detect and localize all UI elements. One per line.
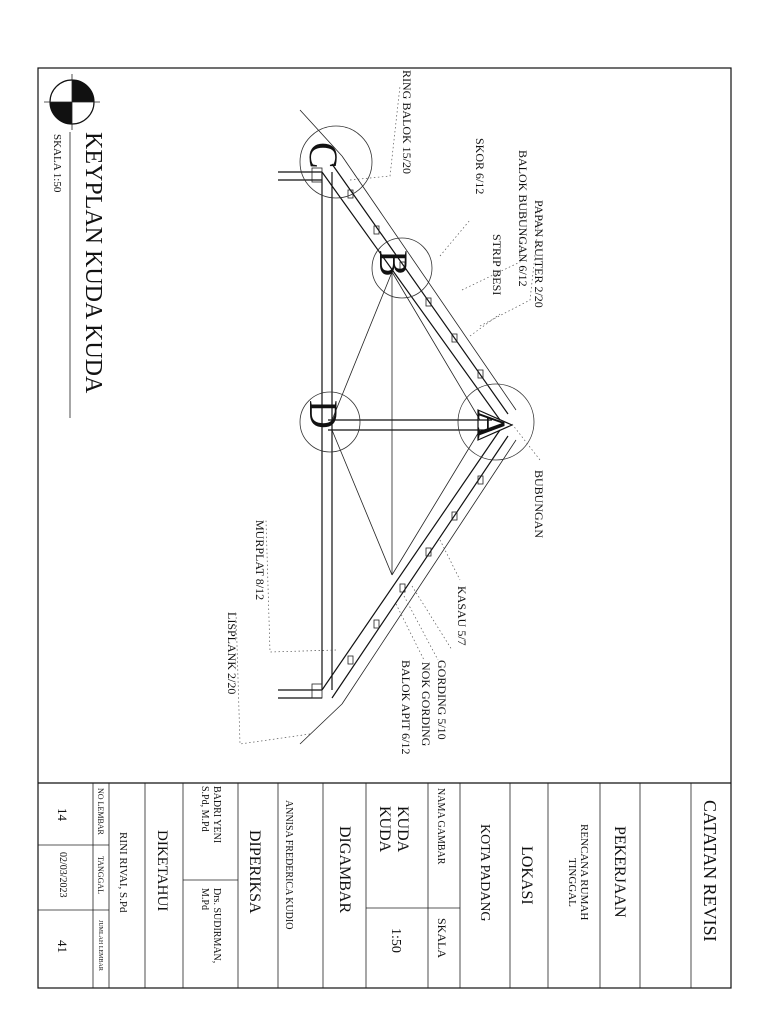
label-nok-gording: NOK GORDING [419, 662, 433, 747]
label-murplat: MURPLAT 8/12 [253, 520, 267, 600]
truss-diagram [278, 109, 517, 745]
tb-tanggal-value: 02/03/2023 [57, 852, 68, 898]
label-papan-ruiter: PAPAN RUITER 2/20 [532, 200, 546, 308]
tb-diperiksa-1: BADRI YENI [211, 786, 222, 843]
label-gording: GORDING 5/10 [435, 660, 449, 740]
label-bubungan: BUBUNGAN [532, 470, 546, 538]
tb-jumlah-lembar-label: JUMLAH LEMBAR [97, 920, 103, 971]
tb-skala-label: SKALA [435, 918, 449, 958]
tb-nama-gambar-label: NAMA GAMBAR [435, 788, 446, 865]
tb-lokasi-value: KOTA PADANG [477, 824, 492, 922]
tb-no-lembar-value: 14 [55, 808, 70, 822]
label-kasau: KASAU 5/7 [455, 586, 469, 646]
label-skor: SKOR 6/12 [473, 138, 487, 194]
svg-text:B: B [371, 250, 416, 277]
tb-pekerjaan-label: PEKERJAAN [611, 826, 628, 918]
label-balok-bubungan: BALOK BUBUNGAN 6/12 [516, 150, 530, 287]
tb-diperiksa-2: Drs. SUDIRMAN, [211, 888, 222, 963]
detail-circle-a: A [457, 383, 535, 461]
sheet-border [37, 67, 732, 989]
label-balok-apit: BALOK APIT 6/12 [399, 660, 413, 754]
label-lisplank: LISPLANK 2/20 [225, 612, 239, 694]
tb-pekerjaan-value: RENCANA RUMAH [578, 824, 590, 920]
tb-catatan-revisi: CATATAN REVISI [700, 800, 720, 942]
tb-diketahui-value: RINI RIVAI, S.Pd [117, 832, 129, 913]
tb-nama-gambar-value-2: KUDA [376, 806, 393, 853]
scale-label: SKALA 1:50 [51, 134, 63, 193]
tb-pekerjaan-value-2: TINGGAL [566, 858, 578, 907]
tb-jumlah-lembar-value: 41 [55, 940, 70, 953]
detail-circle-d: D [299, 391, 361, 453]
tb-nama-gambar-value: KUDA [394, 806, 411, 853]
label-strip-besi: STRIP BESI [490, 234, 504, 295]
tb-no-lembar-label: NO LEMBAR [96, 788, 105, 836]
svg-text:A: A [469, 410, 514, 439]
detail-circle-b: B [371, 237, 433, 299]
tb-digambar-value: ANNISA FREDERICA KUDIO [283, 800, 294, 929]
tb-digambar-label: DIGAMBAR [336, 826, 353, 913]
detail-circle-c: C [299, 125, 373, 199]
tb-tanggal-label: TANGGAL [96, 856, 105, 894]
label-ring-balok: RING BALOK 15/20 [400, 70, 414, 174]
tb-skala-value: 1:50 [388, 928, 403, 953]
svg-text:C: C [301, 142, 346, 169]
tb-lokasi-label: LOKASI [518, 846, 535, 905]
tb-diketahui-label: DIKETAHUI [154, 830, 170, 911]
keyplan-title: KEYPLAN KUDA KUDA [80, 132, 106, 394]
tb-diperiksa-label: DIPERIKSA [246, 830, 263, 914]
svg-text:D: D [301, 400, 346, 429]
tb-diperiksa-1b: S.Pd, M.Pd [199, 786, 210, 832]
leader-lines [235, 85, 541, 745]
title-block [38, 783, 692, 988]
north-symbol [44, 74, 100, 130]
tb-diperiksa-2b: M.Pd [199, 888, 210, 910]
